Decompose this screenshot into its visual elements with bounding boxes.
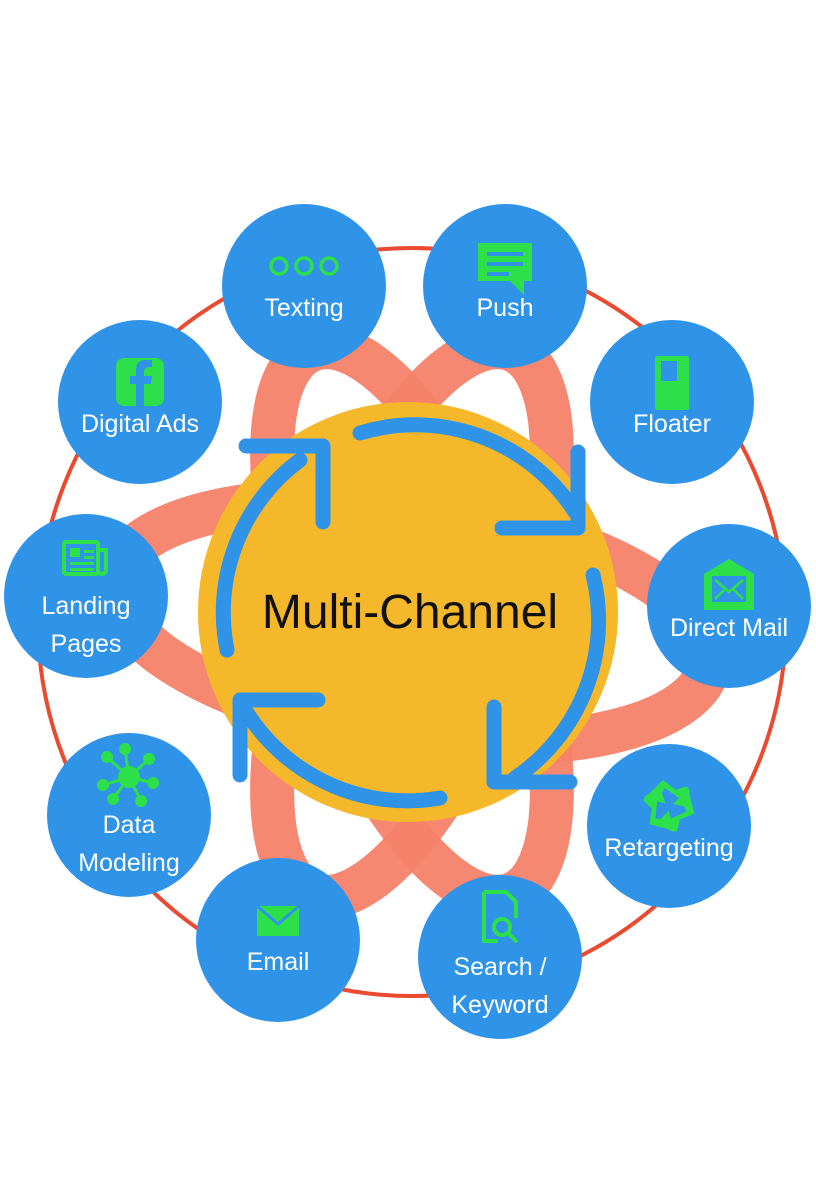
chat-bubble-icon [478,243,532,295]
node-label: Data [103,811,156,839]
node-circle [196,858,360,1022]
node-label: Pages [51,630,122,658]
envelope-icon [256,904,300,936]
cycle-arrows [215,417,607,809]
channel-node-direct-mail: Direct Mail [647,524,811,688]
facebook-icon [116,358,164,406]
node-circle [4,514,168,678]
channel-node-push: Push [423,204,587,368]
node-circle [418,875,582,1039]
node-label: Modeling [78,849,179,877]
node-circle [47,733,211,897]
node-label: Push [477,294,534,322]
center-label: Multi-Channel [262,586,558,639]
node-label: Direct Mail [670,614,788,642]
mailbox-icon [704,559,754,610]
ellipsis-icon [269,256,339,276]
node-label: Email [247,948,310,976]
phone-screen-icon [655,356,689,410]
channel-node-email: Email [196,858,360,1022]
node-circle [423,204,587,368]
node-label: Digital Ads [81,410,199,438]
node-label: Texting [264,294,343,322]
node-circle [222,204,386,368]
node-label: Retargeting [604,834,733,862]
newspaper-icon [62,540,108,576]
node-label: Keyword [451,991,548,1019]
node-label: Search / [453,953,546,981]
center-circle [198,402,618,822]
recycle-icon [643,780,695,833]
node-label: Floater [633,410,711,438]
channel-node-texting: Texting [222,204,386,368]
channel-node-retargeting: Retargeting [587,744,751,908]
search-document-icon [482,890,518,943]
channel-node-search-keyword: Search / Keyword [418,875,582,1039]
network-icon [97,743,159,807]
channel-node-floater: Floater [590,320,754,484]
node-label: Landing [42,592,131,620]
channel-node-digital-ads: Digital Ads [58,320,222,484]
